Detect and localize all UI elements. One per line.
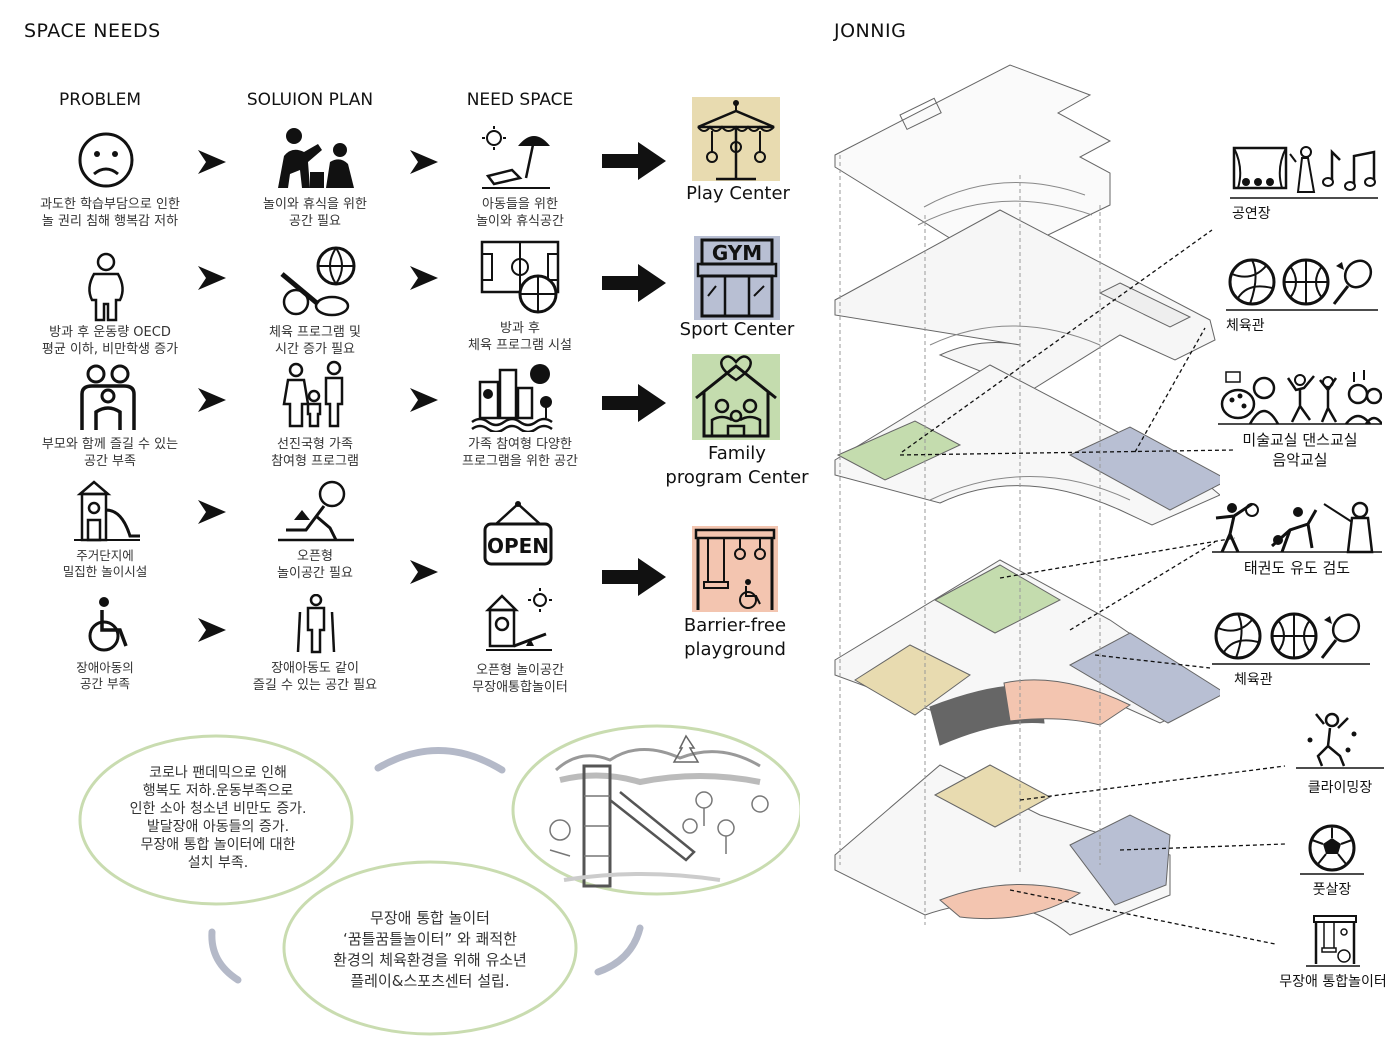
open-sign-icon: OPEN [482,500,554,568]
family-center-box [692,354,780,440]
climbing-label: 클라이밍장 [1307,780,1373,796]
accessible-playground-icon [484,588,554,656]
soccer-ball-icon [1300,824,1364,875]
left-connector-arc [208,928,242,984]
stage-dancer-music-icon [1230,146,1378,199]
arrow-right-icon [602,264,666,302]
person-crutches-icon [294,594,338,654]
need-1-text: 아동들을 위한 놀이와 휴식공간 [476,197,564,229]
swing-set-icon [694,528,776,610]
chevron-right-icon [196,148,228,176]
chevron-right-icon [196,616,228,644]
right-connector-arc [594,924,644,976]
volleyball-basketball-badminton-icon [1226,258,1378,311]
need-space-header: NEED SPACE [466,90,574,110]
left-bubble-text: 코로나 팬데믹으로 인해 행복도 저하.운동부족으로 인한 소아 청소년 비만도… [129,765,307,871]
playground-sketch [549,734,769,888]
barrier-free-label: Barrier-free playground [683,615,787,660]
classes-legend: 미술교실 댄스교실 음악교실 [1218,368,1384,470]
carousel-icon [697,100,775,181]
solution-1-text: 놀이와 휴식을 위한 공간 필요 [263,197,367,229]
family-center-label: Family program Center [665,443,809,488]
alignment-lines [839,155,1101,925]
chevron-right-icon [196,386,228,414]
top-connector-arc [374,747,506,774]
playground-slide-icon [72,480,142,542]
performance-label: 공연장 [1232,206,1271,222]
family-hug-icon [78,364,138,434]
space-needs-title: SPACE NEEDS [24,20,161,42]
beach-lounger-icon [480,126,552,192]
need-2-text: 방과 후 체육 프로그램 시설 [468,321,572,353]
child-sandbox-icon [276,480,356,544]
arrow-right-icon [602,384,666,422]
sport-center-label: Sport Center [679,319,795,340]
chevron-right-icon [408,386,440,414]
joining-title: JONNIG [834,20,907,42]
problem-1-text: 과도한 학습부담으로 인한 놀 권리 침해 행복감 저하 [40,197,180,229]
city-waterfront-icon [470,362,560,432]
gym1-label: 체육관 [1226,318,1265,334]
barrier-free-box [692,526,778,612]
solution-header: SOLUION PLAN [246,90,374,110]
solution-5-text: 장애아동도 같이 즐길 수 있는 공간 필요 [252,661,378,693]
bottom-bubble-text: 무장애 통합 놀이터 ‘꿈틀꿈틀놀이터” 와 쾌적한 환경의 체육환경을 위해 … [333,909,527,990]
gym1-legend: 체육관 [1226,254,1378,336]
gym2-label: 체육관 [1234,672,1273,688]
leader-lines [899,229,1286,945]
chevron-right-icon [408,264,440,292]
exploded-axonometric [834,64,1220,936]
problem-4-text: 주거단지에 밀집한 놀이시설 [62,548,148,579]
play-center-box [692,97,780,181]
sad-face-icon [76,130,136,190]
sport-center-box: GYM [694,236,780,320]
barrier-free-legend: 무장애 통합놀이터 [1266,912,1400,992]
art-dance-music-class-icon [1218,370,1384,425]
futsal-label: 풋살장 [1312,882,1352,898]
basketball-court-icon [480,240,560,316]
climbing-legend: 클라이밍장 [1296,710,1384,798]
chevron-right-icon [196,264,228,292]
gym-sign-text: GYM [712,241,762,265]
solution-4-text: 오픈형 놀이공간 필요 [277,549,353,581]
gym-building-icon: GYM [696,238,778,318]
gym2-legend: 체육관 [1212,608,1370,690]
obese-person-icon [84,252,128,322]
chevron-right-icon [408,148,440,176]
problem-header: PROBLEM [59,90,141,110]
parent-child-play-icon [264,126,360,192]
need-3-text: 가족 참여형 다양한 프로그램을 위한 공간 [462,437,578,469]
family-icon [282,360,350,428]
bottom-bubble-outline [282,860,578,1036]
problem-3-text: 부모와 함께 즐길 수 있는 공간 부족 [41,437,179,469]
volleyball-basketball-badminton-icon [1212,612,1370,665]
swing-set-icon [1306,915,1360,967]
arrow-right-icon [602,558,666,596]
family-house-icon [695,355,777,438]
left-bubble-outline [78,734,354,906]
barrier-free-legend-label: 무장애 통합놀이터 [1279,974,1387,990]
arrow-right-icon [602,142,666,180]
play-center-label: Play Center [686,183,790,204]
martial-label: 태권도 유도 검도 [1243,559,1351,577]
martial-legend: 태권도 유도 검도 [1212,500,1382,578]
taekwondo-judo-kendo-icon [1212,501,1382,554]
need-5-text: 오픈형 놀이공간 무장애통합놀이터 [472,663,568,695]
bubble-diagram [78,724,800,1036]
futsal-legend: 풋살장 [1300,822,1364,900]
floor-plates [834,64,1220,936]
chevron-right-icon [408,558,440,586]
sports-balls-icon [278,244,358,320]
classes-label: 미술교실 댄스교실 음악교실 [1242,431,1358,469]
problem-5-text: 장애아동의 공간 부족 [76,660,134,691]
performance-legend: 공연장 [1230,140,1378,224]
wheelchair-icon [84,596,134,654]
chevron-right-icon [196,498,228,526]
solution-3-text: 선진국형 가족 참여형 프로그램 [271,437,359,469]
climbing-icon [1296,712,1384,769]
solution-2-text: 체육 프로그램 및 시간 증가 필요 [269,325,361,357]
open-sign-text: OPEN [487,534,549,558]
problem-2-text: 방과 후 운동량 OECD 평균 이하, 비만학생 증가 [41,325,179,357]
